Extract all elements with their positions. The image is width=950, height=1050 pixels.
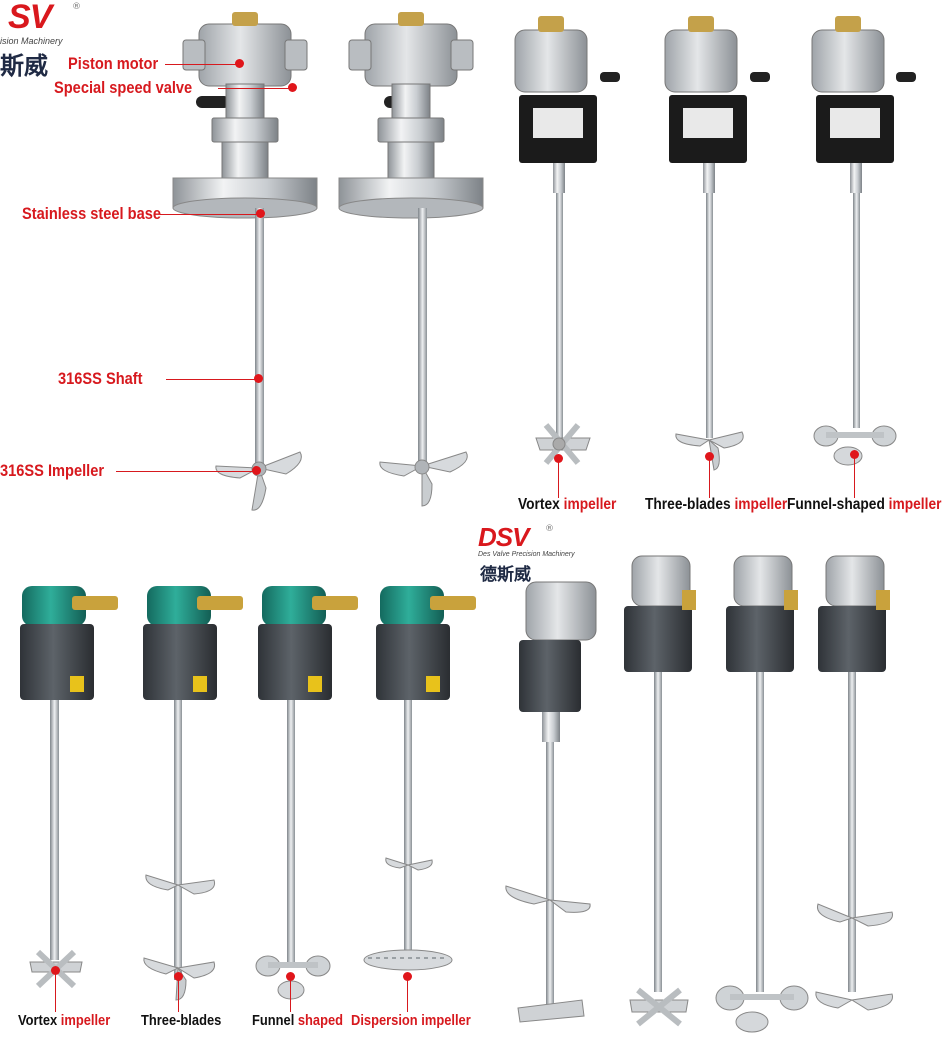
caption-vortex-impeller-bottom: Vortex impeller: [18, 1012, 110, 1029]
caption-line-three-blades-bottom: [178, 978, 179, 1012]
callout-dot-shaft: [254, 374, 263, 383]
mixer-black-mount-2: [664, 16, 770, 471]
caption-line-three-blades-top: [709, 458, 710, 498]
brand-subtitle-top: ision Machinery: [0, 36, 63, 46]
label-speed-valve: Special speed valve: [54, 78, 193, 97]
brand-logo-mid: DSV: [478, 522, 529, 552]
mixer-teal-3: [255, 586, 358, 1000]
caption-word: impeller: [421, 1012, 471, 1029]
caption-word: impeller: [60, 1012, 111, 1029]
brand-chinese-mid: 德斯威: [480, 565, 531, 585]
caption-line-funnel-bottom: [290, 978, 291, 1012]
caption-dot-vortex-top: [554, 454, 563, 463]
caption-word: Three-blades: [141, 1012, 222, 1029]
brand-chinese-top: 斯威: [0, 52, 48, 80]
caption-vortex-impeller-top: Vortex impeller: [518, 496, 616, 514]
caption-word: impeller: [888, 496, 942, 513]
mixer-black-mount-1: [514, 16, 620, 465]
mixer-with-base-1: [172, 12, 318, 511]
mixer-black-mount-3: [811, 16, 916, 466]
label-impeller: 316SS Impeller: [0, 461, 105, 480]
caption-word: Vortex: [518, 496, 560, 513]
mixer-teal-2: [143, 586, 243, 1001]
caption-dot-vortex-bottom: [51, 966, 60, 975]
caption-three-blades-impeller-top: Three-blades impeller: [645, 496, 787, 514]
callout-dot-speed-valve: [288, 83, 297, 92]
caption-word: Three-blades: [645, 496, 731, 513]
callout-line-speed-valve: [218, 88, 290, 89]
callout-line-piston-motor: [165, 64, 238, 65]
caption-word: Funnel-shaped: [787, 496, 885, 513]
registered-mark-mid: ®: [545, 524, 554, 534]
caption-word: Funnel: [252, 1012, 295, 1029]
caption-word: impeller: [563, 496, 617, 513]
callout-line-impeller: [116, 471, 254, 472]
label-shaft: 316SS Shaft: [58, 369, 143, 388]
caption-line-funnel-top: [854, 456, 855, 498]
registered-mark-top: ®: [72, 2, 81, 12]
caption-three-blades-bottom: Three-blades: [141, 1012, 221, 1029]
mixer-with-base-2: [338, 12, 484, 507]
caption-dot-dispersion-bottom: [403, 972, 412, 981]
caption-word: shaped: [297, 1012, 344, 1029]
caption-line-dispersion-bottom: [407, 978, 408, 1012]
caption-funnel-shaped-bottom: Funnel shaped: [252, 1012, 343, 1029]
caption-dot-three-blades-top: [705, 452, 714, 461]
caption-dispersion-impeller-bottom: Dispersion impeller: [351, 1012, 471, 1029]
mixer-grey-3: [815, 555, 893, 1011]
mixer-grey-2: [715, 555, 809, 1033]
mixer-grey-1: [624, 555, 696, 1027]
caption-word: Vortex: [18, 1012, 58, 1029]
callout-line-shaft: [166, 379, 256, 380]
mixer-teal-1: [20, 586, 118, 989]
caption-line-vortex-bottom: [55, 972, 56, 1012]
label-stainless-base: Stainless steel base: [22, 204, 161, 223]
caption-line-vortex-top: [558, 460, 559, 498]
caption-dot-three-blades-bottom: [174, 972, 183, 981]
caption-word: impeller: [734, 496, 788, 513]
brand-logo-top: SV: [8, 0, 52, 36]
callout-dot-base: [256, 209, 265, 218]
caption-dot-funnel-top: [850, 450, 859, 459]
callout-dot-impeller: [252, 466, 261, 475]
brand-subtitle-mid: Des Valve Precision Machinery: [478, 551, 575, 558]
caption-funnel-shaped-impeller-top: Funnel-shaped impeller: [787, 496, 941, 514]
caption-word: Dispersion: [351, 1012, 418, 1029]
callout-line-base: [160, 214, 258, 215]
mixer-teal-4: [363, 586, 476, 971]
mixer-compact-1: [505, 581, 597, 1023]
callout-dot-piston-motor: [235, 59, 244, 68]
caption-dot-funnel-bottom: [286, 972, 295, 981]
label-piston-motor: Piston motor: [68, 54, 159, 73]
